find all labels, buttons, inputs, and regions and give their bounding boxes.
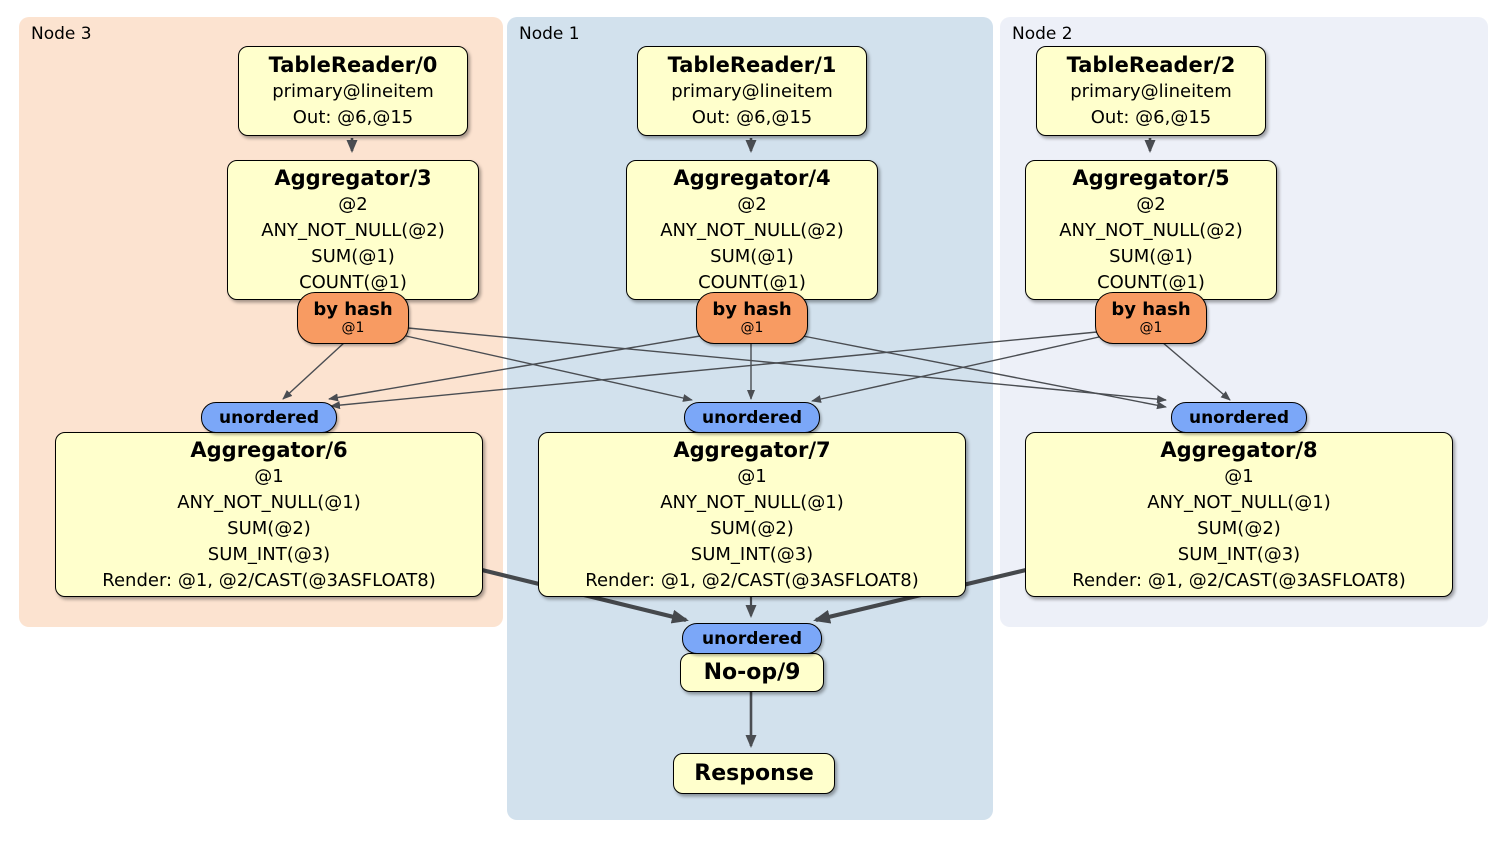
edge-hash3-un5: [407, 327, 1167, 404]
box-line: ANY_NOT_NULL(@2): [1059, 220, 1243, 241]
box-line: ANY_NOT_NULL(@1): [660, 491, 844, 513]
badge-label: by hash: [1111, 299, 1191, 320]
badge-label: unordered: [701, 407, 803, 428]
box-line: ANY_NOT_NULL(@1): [177, 491, 361, 513]
box-line: Render: @1, @2/CAST(@3ASFLOAT8): [102, 569, 436, 591]
aggregator-4-box: Aggregator/4 @2 ANY_NOT_NULL(@2) SUM(@1)…: [626, 160, 878, 300]
badge-detail: @1: [740, 320, 764, 336]
edge-hash5-un4: [811, 336, 1100, 403]
aggregator-6-box: Aggregator/6 @1 ANY_NOT_NULL(@1) SUM(@2)…: [55, 432, 483, 597]
box-title: No-op/9: [703, 659, 801, 685]
aggregator-8-box: Aggregator/8 @1 ANY_NOT_NULL(@1) SUM(@2)…: [1025, 432, 1453, 597]
box-line: COUNT(@1): [698, 272, 806, 293]
tablereader-2-box: TableReader/2 primary@lineitem Out: @6,@…: [1036, 46, 1266, 136]
box-line: primary@lineitem: [671, 81, 833, 102]
badge-label: unordered: [1188, 407, 1290, 428]
tablereader-0-box: TableReader/0 primary@lineitem Out: @6,@…: [238, 46, 468, 136]
by-hash-router-badge: by hash @1: [696, 292, 808, 344]
aggregator-7-box: Aggregator/7 @1 ANY_NOT_NULL(@1) SUM(@2)…: [538, 432, 966, 597]
box-line: @2: [1136, 194, 1166, 215]
node-3-label: Node 3: [31, 24, 92, 44]
by-hash-router-badge: by hash @1: [297, 292, 409, 344]
unordered-stream-badge-sink: unordered: [682, 623, 822, 654]
box-line: Out: @6,@15: [292, 107, 414, 128]
box-title: Response: [694, 760, 814, 786]
box-title: Aggregator/8: [1160, 437, 1318, 462]
box-line: Render: @1, @2/CAST(@3ASFLOAT8): [585, 569, 919, 591]
aggregator-3-box: Aggregator/3 @2 ANY_NOT_NULL(@2) SUM(@1)…: [227, 160, 479, 300]
box-line: SUM_INT(@3): [1177, 543, 1301, 565]
badge-label: unordered: [218, 407, 320, 428]
box-line: SUM(@1): [1109, 246, 1193, 267]
node-1-label: Node 1: [519, 24, 580, 44]
aggregator-5-box: Aggregator/5 @2 ANY_NOT_NULL(@2) SUM(@1)…: [1025, 160, 1277, 300]
box-line: @2: [338, 194, 368, 215]
edge-group-tablereader-to-aggregator: [346, 138, 1156, 153]
unordered-stream-badge: unordered: [684, 402, 820, 433]
tablereader-1-box: TableReader/1 primary@lineitem Out: @6,@…: [637, 46, 867, 136]
badge-label: by hash: [313, 299, 393, 320]
box-title: Aggregator/6: [190, 437, 348, 462]
badge-label: unordered: [701, 628, 803, 649]
box-line: COUNT(@1): [1097, 272, 1205, 293]
unordered-stream-badge: unordered: [1171, 402, 1307, 433]
box-title: Aggregator/3: [274, 166, 432, 190]
edge-hash3-un3: [282, 341, 346, 400]
edge-hash4-un5: [802, 335, 1167, 410]
box-line: SUM(@1): [311, 246, 395, 267]
box-line: Render: @1, @2/CAST(@3ASFLOAT8): [1072, 569, 1406, 591]
box-line: ANY_NOT_NULL(@2): [261, 220, 445, 241]
box-title: TableReader/1: [667, 53, 837, 77]
box-title: Aggregator/4: [673, 166, 831, 190]
unordered-stream-badge: unordered: [201, 402, 337, 433]
box-line: SUM(@2): [227, 517, 311, 539]
edge-group-hash-mesh: [282, 327, 1231, 410]
badge-detail: @1: [1139, 320, 1163, 336]
by-hash-router-badge: by hash @1: [1095, 292, 1207, 344]
badge-detail: @1: [341, 320, 365, 336]
response-box: Response: [673, 753, 835, 794]
box-line: @2: [737, 194, 767, 215]
box-line: SUM_INT(@3): [207, 543, 331, 565]
edge-hash3-un4: [405, 335, 693, 402]
node-2-label: Node 2: [1012, 24, 1073, 44]
box-line: COUNT(@1): [299, 272, 407, 293]
box-line: SUM_INT(@3): [690, 543, 814, 565]
box-title: TableReader/2: [1066, 53, 1236, 77]
box-line: primary@lineitem: [1070, 81, 1232, 102]
box-line: Out: @6,@15: [691, 107, 813, 128]
box-line: SUM(@2): [710, 517, 794, 539]
box-line: SUM(@2): [1197, 517, 1281, 539]
noop-9-box: No-op/9: [680, 653, 824, 692]
box-title: TableReader/0: [268, 53, 438, 77]
box-title: Aggregator/5: [1072, 166, 1230, 190]
badge-label: by hash: [712, 299, 792, 320]
box-line: @1: [1224, 465, 1254, 487]
edge-hash5-un5: [1161, 341, 1231, 401]
box-line: ANY_NOT_NULL(@2): [660, 220, 844, 241]
box-line: Out: @6,@15: [1090, 107, 1212, 128]
edge-hash5-un3: [330, 331, 1098, 410]
box-title: Aggregator/7: [673, 437, 831, 462]
box-line: @1: [737, 465, 767, 487]
edge-hash4-un3: [328, 335, 701, 402]
box-line: primary@lineitem: [272, 81, 434, 102]
box-line: SUM(@1): [710, 246, 794, 267]
box-line: ANY_NOT_NULL(@1): [1147, 491, 1331, 513]
box-line: @1: [254, 465, 284, 487]
